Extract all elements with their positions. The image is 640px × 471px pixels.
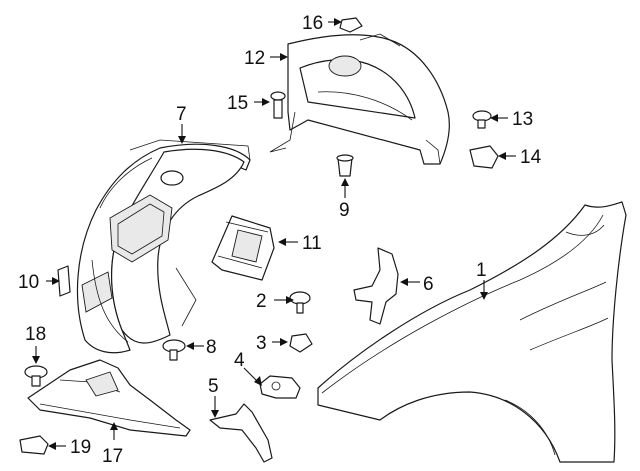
callout-1: 1 <box>476 260 487 281</box>
clip-bracket-part <box>259 375 301 399</box>
callout-7: 7 <box>176 104 187 125</box>
callout-3: 3 <box>256 333 267 354</box>
callout-16: 16 <box>302 13 323 34</box>
callout-4: 4 <box>234 350 245 371</box>
clip-14 <box>469 145 499 169</box>
clip-10-part <box>57 265 71 297</box>
bolt-18 <box>24 365 48 387</box>
bolt-15 <box>270 91 286 119</box>
callout-19: 19 <box>70 437 91 458</box>
callout-18: 18 <box>25 324 46 345</box>
callout-11: 11 <box>302 233 322 254</box>
fender-part <box>317 201 627 463</box>
leader-lines <box>32 18 516 450</box>
bolt-2 <box>289 291 311 314</box>
callout-2: 2 <box>256 291 267 312</box>
callout-9: 9 <box>339 200 350 221</box>
bracket-panel-part <box>211 215 275 281</box>
callout-15: 15 <box>227 93 248 114</box>
callout-10: 10 <box>18 272 39 293</box>
bolt-8 <box>162 339 186 361</box>
callout-17: 17 <box>102 446 123 467</box>
callout-5: 5 <box>208 376 219 397</box>
callout-labels: 1 2 3 4 5 6 7 8 9 10 11 12 13 14 15 16 1… <box>18 13 542 467</box>
mount-bracket-part <box>353 247 399 325</box>
callout-8: 8 <box>206 337 217 358</box>
lower-bracket-part <box>209 403 273 463</box>
callout-14: 14 <box>520 147 542 168</box>
lower-shield-part <box>27 359 191 437</box>
nut-3 <box>289 333 313 353</box>
callout-6: 6 <box>423 274 434 295</box>
upper-shield-part <box>269 33 450 165</box>
clip-19 <box>19 435 49 455</box>
callout-12: 12 <box>244 48 265 69</box>
nut-16 <box>339 17 363 33</box>
grommet-9 <box>336 154 354 177</box>
callout-13: 13 <box>512 109 533 130</box>
wheel-liner-part <box>76 139 251 354</box>
nut-13 <box>472 110 492 129</box>
